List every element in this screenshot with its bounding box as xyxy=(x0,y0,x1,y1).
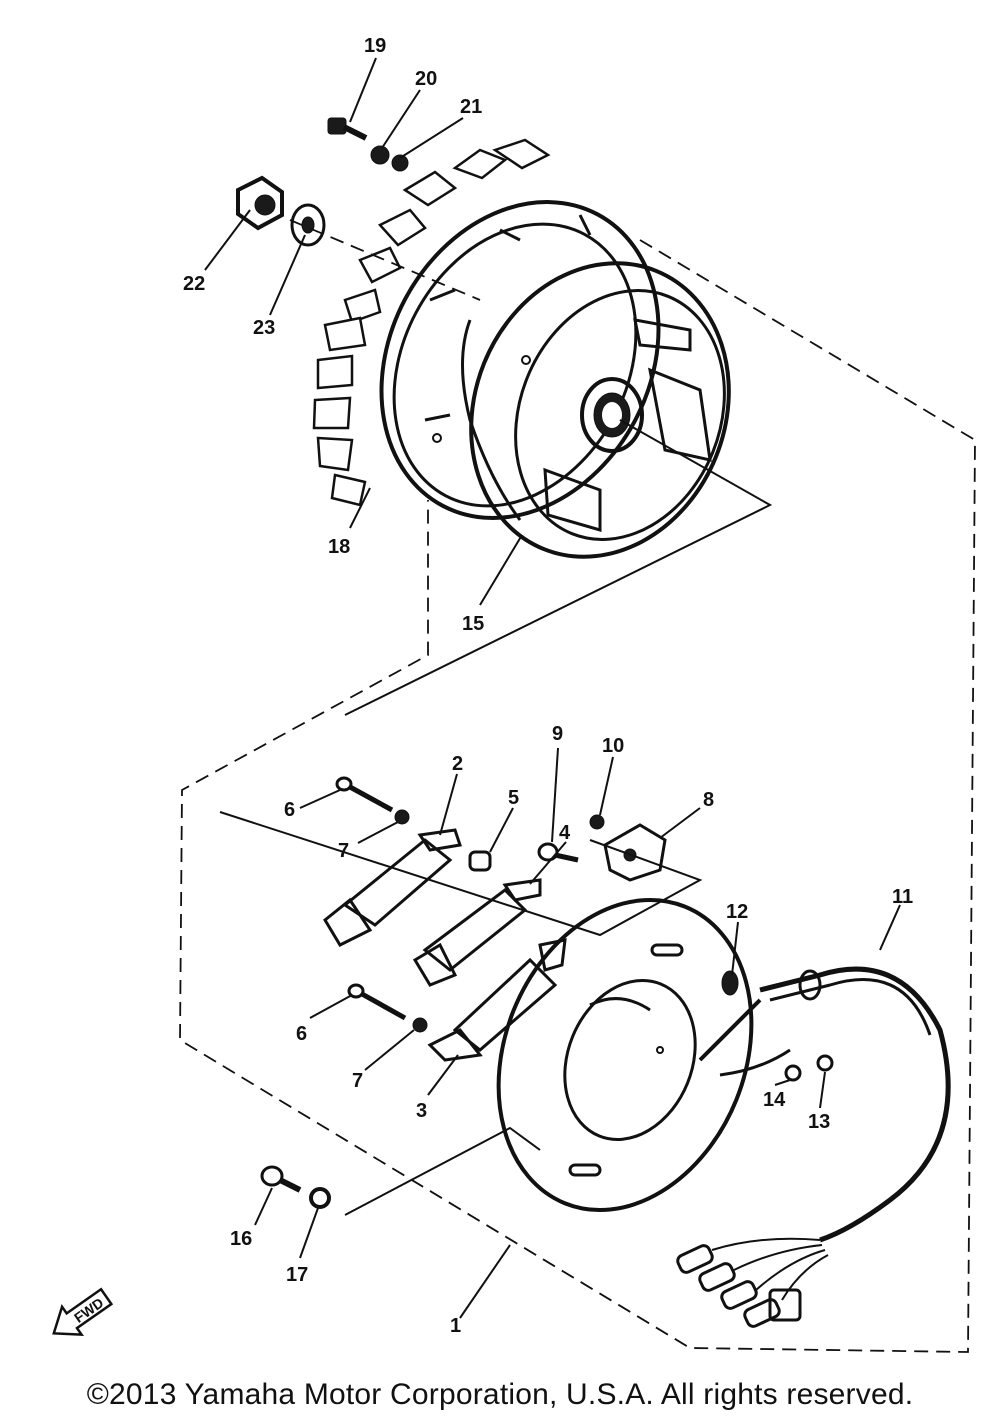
stator-base-plate xyxy=(496,897,754,1213)
callout-6-lower: 6 xyxy=(296,1023,307,1045)
callout-12: 12 xyxy=(726,901,748,923)
callout-6-upper: 6 xyxy=(284,799,295,821)
bolt-19 xyxy=(327,117,368,141)
flywheel-axis-lines xyxy=(344,419,773,716)
washer-20 xyxy=(370,145,390,165)
base-axis-lines xyxy=(344,1126,541,1216)
contact-breaker-8 xyxy=(603,823,667,882)
callout-9: 9 xyxy=(552,723,563,745)
wire-harness-11 xyxy=(698,966,951,1243)
wire-connectors xyxy=(676,1237,829,1328)
callout-2: 2 xyxy=(452,753,463,775)
washer-21 xyxy=(391,154,409,172)
callout-5: 5 xyxy=(508,787,519,809)
callout-23: 23 xyxy=(253,317,275,339)
washer-10 xyxy=(589,814,605,830)
cooling-fins xyxy=(312,138,551,507)
callout-19: 19 xyxy=(364,35,386,57)
washer-23 xyxy=(290,203,326,247)
callout-7-lower: 7 xyxy=(352,1070,363,1092)
callout-7-upper: 7 xyxy=(338,840,349,862)
screw-6-upper xyxy=(335,776,394,813)
washer-7-upper xyxy=(394,809,410,825)
callout-3: 3 xyxy=(416,1100,427,1122)
leader-lines xyxy=(204,57,901,1319)
forward-direction-arrow: FWD xyxy=(52,1287,114,1337)
nut-22 xyxy=(236,175,284,231)
callout-18: 18 xyxy=(328,536,350,558)
callout-22: 22 xyxy=(183,273,205,295)
assembly-outline xyxy=(179,239,976,1353)
coil-3 xyxy=(427,938,567,1062)
washer-7-lower xyxy=(412,1017,428,1033)
spacer-5 xyxy=(468,850,492,872)
callout-11: 11 xyxy=(892,886,913,908)
flywheel-magneto xyxy=(312,138,731,559)
washer-14 xyxy=(784,1064,802,1082)
callout-20: 20 xyxy=(415,68,437,90)
callout-16: 16 xyxy=(230,1228,252,1250)
callout-14: 14 xyxy=(763,1089,786,1111)
screw-6-lower xyxy=(347,983,407,1021)
coil-2 xyxy=(323,828,462,947)
washer-17 xyxy=(309,1187,331,1209)
callout-17: 17 xyxy=(286,1264,308,1286)
part-callouts: 19 20 21 22 23 18 15 2 6 7 5 4 9 10 8 6 … xyxy=(183,35,913,1337)
screw-16 xyxy=(260,1165,302,1193)
callout-1: 1 xyxy=(450,1315,461,1337)
callout-21: 21 xyxy=(460,96,482,118)
grommet-12 xyxy=(721,970,739,996)
screw-13 xyxy=(816,1054,834,1072)
callout-13: 13 xyxy=(808,1111,830,1133)
callout-10: 10 xyxy=(602,735,624,757)
callout-15: 15 xyxy=(462,613,484,635)
callout-4: 4 xyxy=(559,822,571,844)
callout-8: 8 xyxy=(703,789,714,811)
stator-axis-lines xyxy=(219,811,703,937)
copyright-notice: ©2013 Yamaha Motor Corporation, U.S.A. A… xyxy=(86,1378,914,1411)
